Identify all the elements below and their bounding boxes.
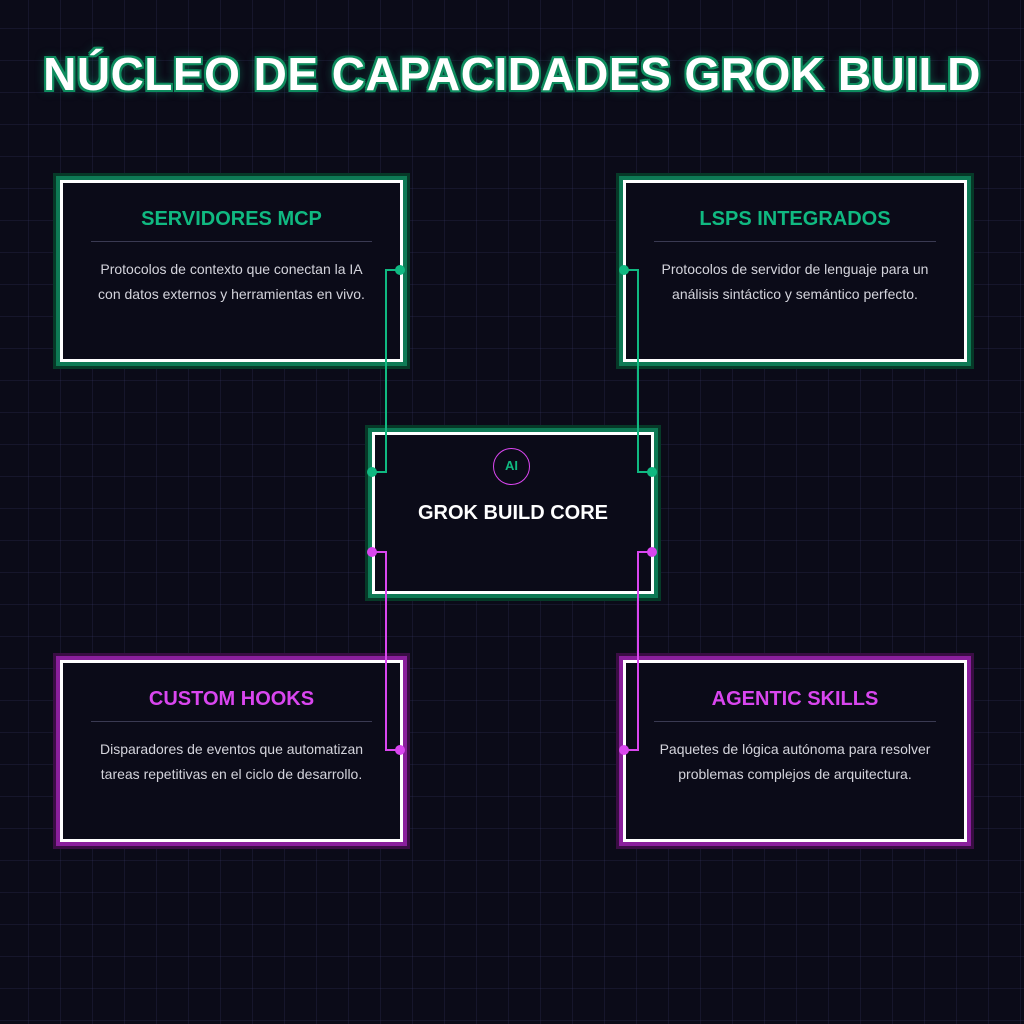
core-title: GROK BUILD CORE xyxy=(418,502,608,524)
card-description-line: Protocolos de contexto que conectan la I… xyxy=(100,261,363,277)
card-custom-hooks: CUSTOM HOOKS Disparadores de eventos que… xyxy=(60,660,403,842)
card-servidores-mcp: SERVIDORES MCP Protocolos de contexto qu… xyxy=(60,180,403,362)
core-node: AI GROK BUILD CORE xyxy=(372,432,654,594)
card-description: Disparadores de eventos que automatizan … xyxy=(81,737,382,787)
card-description-line: Paquetes de lógica autónoma para resolve… xyxy=(659,741,931,757)
card-description-line: Protocolos de servidor de lenguaje para … xyxy=(661,261,929,277)
card-lsps-integrados: LSPS INTEGRADOS Protocolos de servidor d… xyxy=(623,180,967,362)
card-divider xyxy=(91,241,372,242)
page-title: NÚCLEO DE CAPACIDADES GROK BUILD xyxy=(43,48,981,100)
card-title: SERVIDORES MCP xyxy=(141,208,322,230)
card-description-line: con datos externos y herramientas en viv… xyxy=(98,286,365,302)
card-description-line: análisis sintáctico y semántico perfecto… xyxy=(672,286,918,302)
card-description: Paquetes de lógica autónoma para resolve… xyxy=(644,737,946,787)
card-divider xyxy=(654,721,936,722)
card-agentic-skills: AGENTIC SKILLS Paquetes de lógica autóno… xyxy=(623,660,967,842)
card-description-line: tareas repetitivas en el ciclo de desarr… xyxy=(100,766,363,782)
card-description-line: problemas complejos de arquitectura. xyxy=(678,766,912,782)
card-description-line: Disparadores de eventos que automatizan xyxy=(99,741,364,757)
card-title: AGENTIC SKILLS xyxy=(711,688,879,710)
ai-icon: AI xyxy=(493,448,530,485)
card-divider xyxy=(654,241,936,242)
card-title: CUSTOM HOOKS xyxy=(148,688,315,710)
card-description: Protocolos de servidor de lenguaje para … xyxy=(644,257,946,307)
card-title: LSPS INTEGRADOS xyxy=(699,208,891,230)
card-description: Protocolos de contexto que conectan la I… xyxy=(81,257,382,307)
card-divider xyxy=(91,721,372,722)
